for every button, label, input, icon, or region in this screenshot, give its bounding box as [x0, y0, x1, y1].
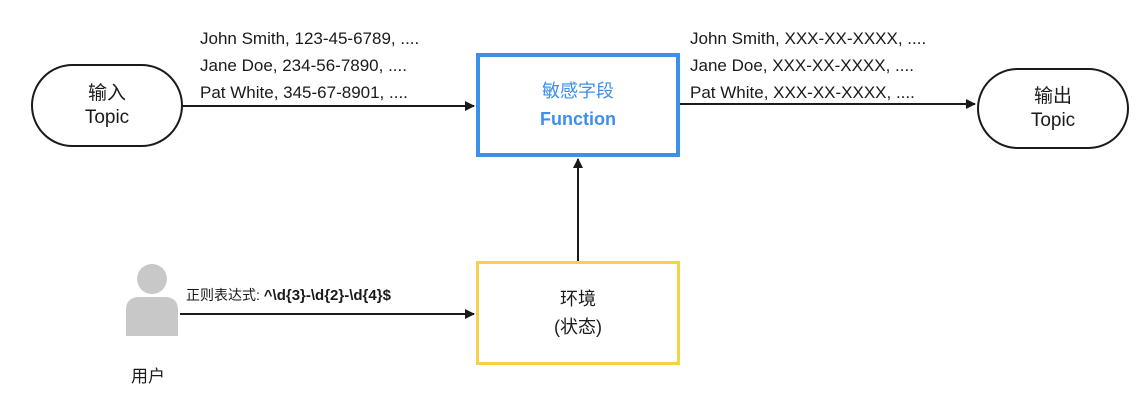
function-name: Function [540, 109, 616, 129]
input-record-3: Pat White, 345-67-8901, .... [200, 83, 408, 102]
function-node: 敏感字段 Function [476, 53, 680, 157]
environment-title: 环境 [560, 289, 596, 309]
input-topic-node: 输入 Topic [31, 64, 183, 147]
user-icon [126, 264, 178, 336]
regex-edge-caption: 正则表达式: [186, 287, 264, 303]
input-topic-title: 输入 [87, 82, 126, 104]
output-topic-subtitle: Topic [1030, 109, 1076, 131]
output-topic-node: 输出 Topic [977, 68, 1129, 149]
input-record-list: John Smith, 123-45-6789, .... Jane Doe, … [200, 25, 419, 106]
input-record-2: Jane Doe, 234-56-7890, .... [200, 56, 407, 75]
output-record-2: Jane Doe, XXX-XX-XXXX, .... [690, 56, 914, 75]
input-record-1: John Smith, 123-45-6789, .... [200, 29, 420, 48]
output-topic-title: 输出 [1033, 85, 1072, 107]
regex-edge-label: 正则表达式: ^\d{3}-\d{2}-\d{4}$ [186, 285, 391, 305]
output-record-list: John Smith, XXX-XX-XXXX, .... Jane Doe, … [690, 25, 926, 106]
regex-pattern: ^\d{3}-\d{2}-\d{4}$ [263, 287, 391, 304]
input-topic-subtitle: Topic [84, 106, 130, 128]
output-record-3: Pat White, XXX-XX-XXXX, .... [690, 83, 915, 102]
user-label: 用户 [131, 367, 165, 386]
output-record-1: John Smith, XXX-XX-XXXX, .... [690, 29, 927, 48]
environment-node: 环境 (状态) [476, 261, 680, 365]
environment-subtitle: (状态) [554, 317, 602, 337]
function-title: 敏感字段 [542, 81, 614, 101]
